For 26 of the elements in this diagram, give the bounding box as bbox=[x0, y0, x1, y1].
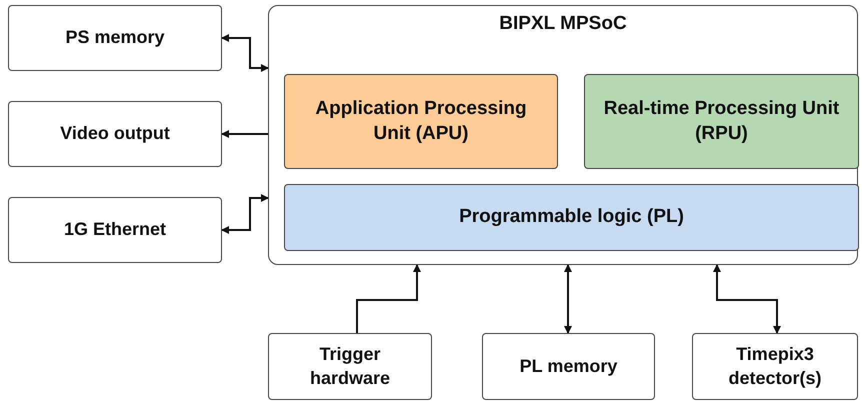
block-label: Programmable logic (PL) bbox=[459, 205, 684, 230]
block-box bbox=[692, 333, 858, 400]
block-box bbox=[8, 5, 222, 71]
block-box bbox=[268, 333, 432, 400]
block-label: Timepix3 detector(s) bbox=[727, 343, 822, 390]
connector-arrow bbox=[713, 264, 781, 334]
processing-unit-box bbox=[284, 74, 558, 169]
block-label: Application Processing Unit (APU) bbox=[314, 96, 528, 146]
system-container bbox=[268, 5, 858, 265]
processing-unit-box bbox=[584, 74, 859, 169]
block-box bbox=[8, 101, 222, 167]
connector-arrow bbox=[221, 130, 268, 138]
block-label: PL memory bbox=[520, 354, 618, 378]
connector-arrow bbox=[564, 264, 572, 334]
connector-arrow bbox=[356, 264, 421, 333]
system-title: BIPXL MPSoC bbox=[499, 12, 627, 36]
block-label: Real-time Processing Unit (RPU) bbox=[602, 96, 840, 146]
logic-box bbox=[284, 184, 859, 251]
block-box bbox=[8, 197, 222, 263]
connector-arrow bbox=[221, 34, 269, 72]
block-label: Video output bbox=[60, 122, 170, 146]
connector-arrow bbox=[221, 194, 269, 234]
block-label: 1G Ethernet bbox=[64, 218, 166, 242]
block-label: PS memory bbox=[65, 26, 165, 50]
block-label: Trigger hardware bbox=[308, 343, 392, 390]
block-box bbox=[482, 333, 655, 400]
